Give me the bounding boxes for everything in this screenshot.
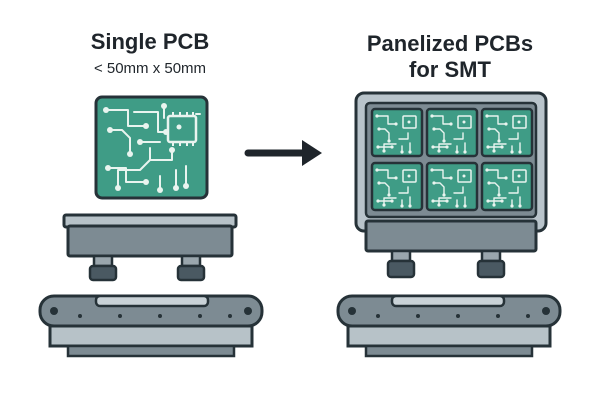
ic-chip-icon — [166, 112, 198, 146]
right-pick-and-place-head — [364, 219, 538, 279]
panelized-pcb-title-line2: for SMT — [409, 57, 491, 82]
right-arrow-icon — [244, 140, 322, 166]
single-pcb-size-label: < 50mm x 50mm — [93, 60, 207, 77]
left-pick-and-place-head — [62, 213, 238, 282]
right-conveyor — [336, 294, 562, 358]
panel-pcb-board — [425, 107, 479, 158]
single-pcb-board — [94, 95, 209, 200]
panel-pcb-board — [370, 161, 424, 212]
panel-board-grid — [370, 107, 534, 212]
left-conveyor — [38, 294, 264, 358]
panel-pcb-board — [480, 107, 534, 158]
panelized-pcb-title-line1: Panelized PCBs — [366, 31, 534, 56]
panel-pcb-board — [370, 107, 424, 158]
single-pcb-title: Single PCB — [90, 29, 210, 54]
panel-pcb-board — [425, 161, 479, 212]
panel-pcb-board — [480, 161, 534, 212]
